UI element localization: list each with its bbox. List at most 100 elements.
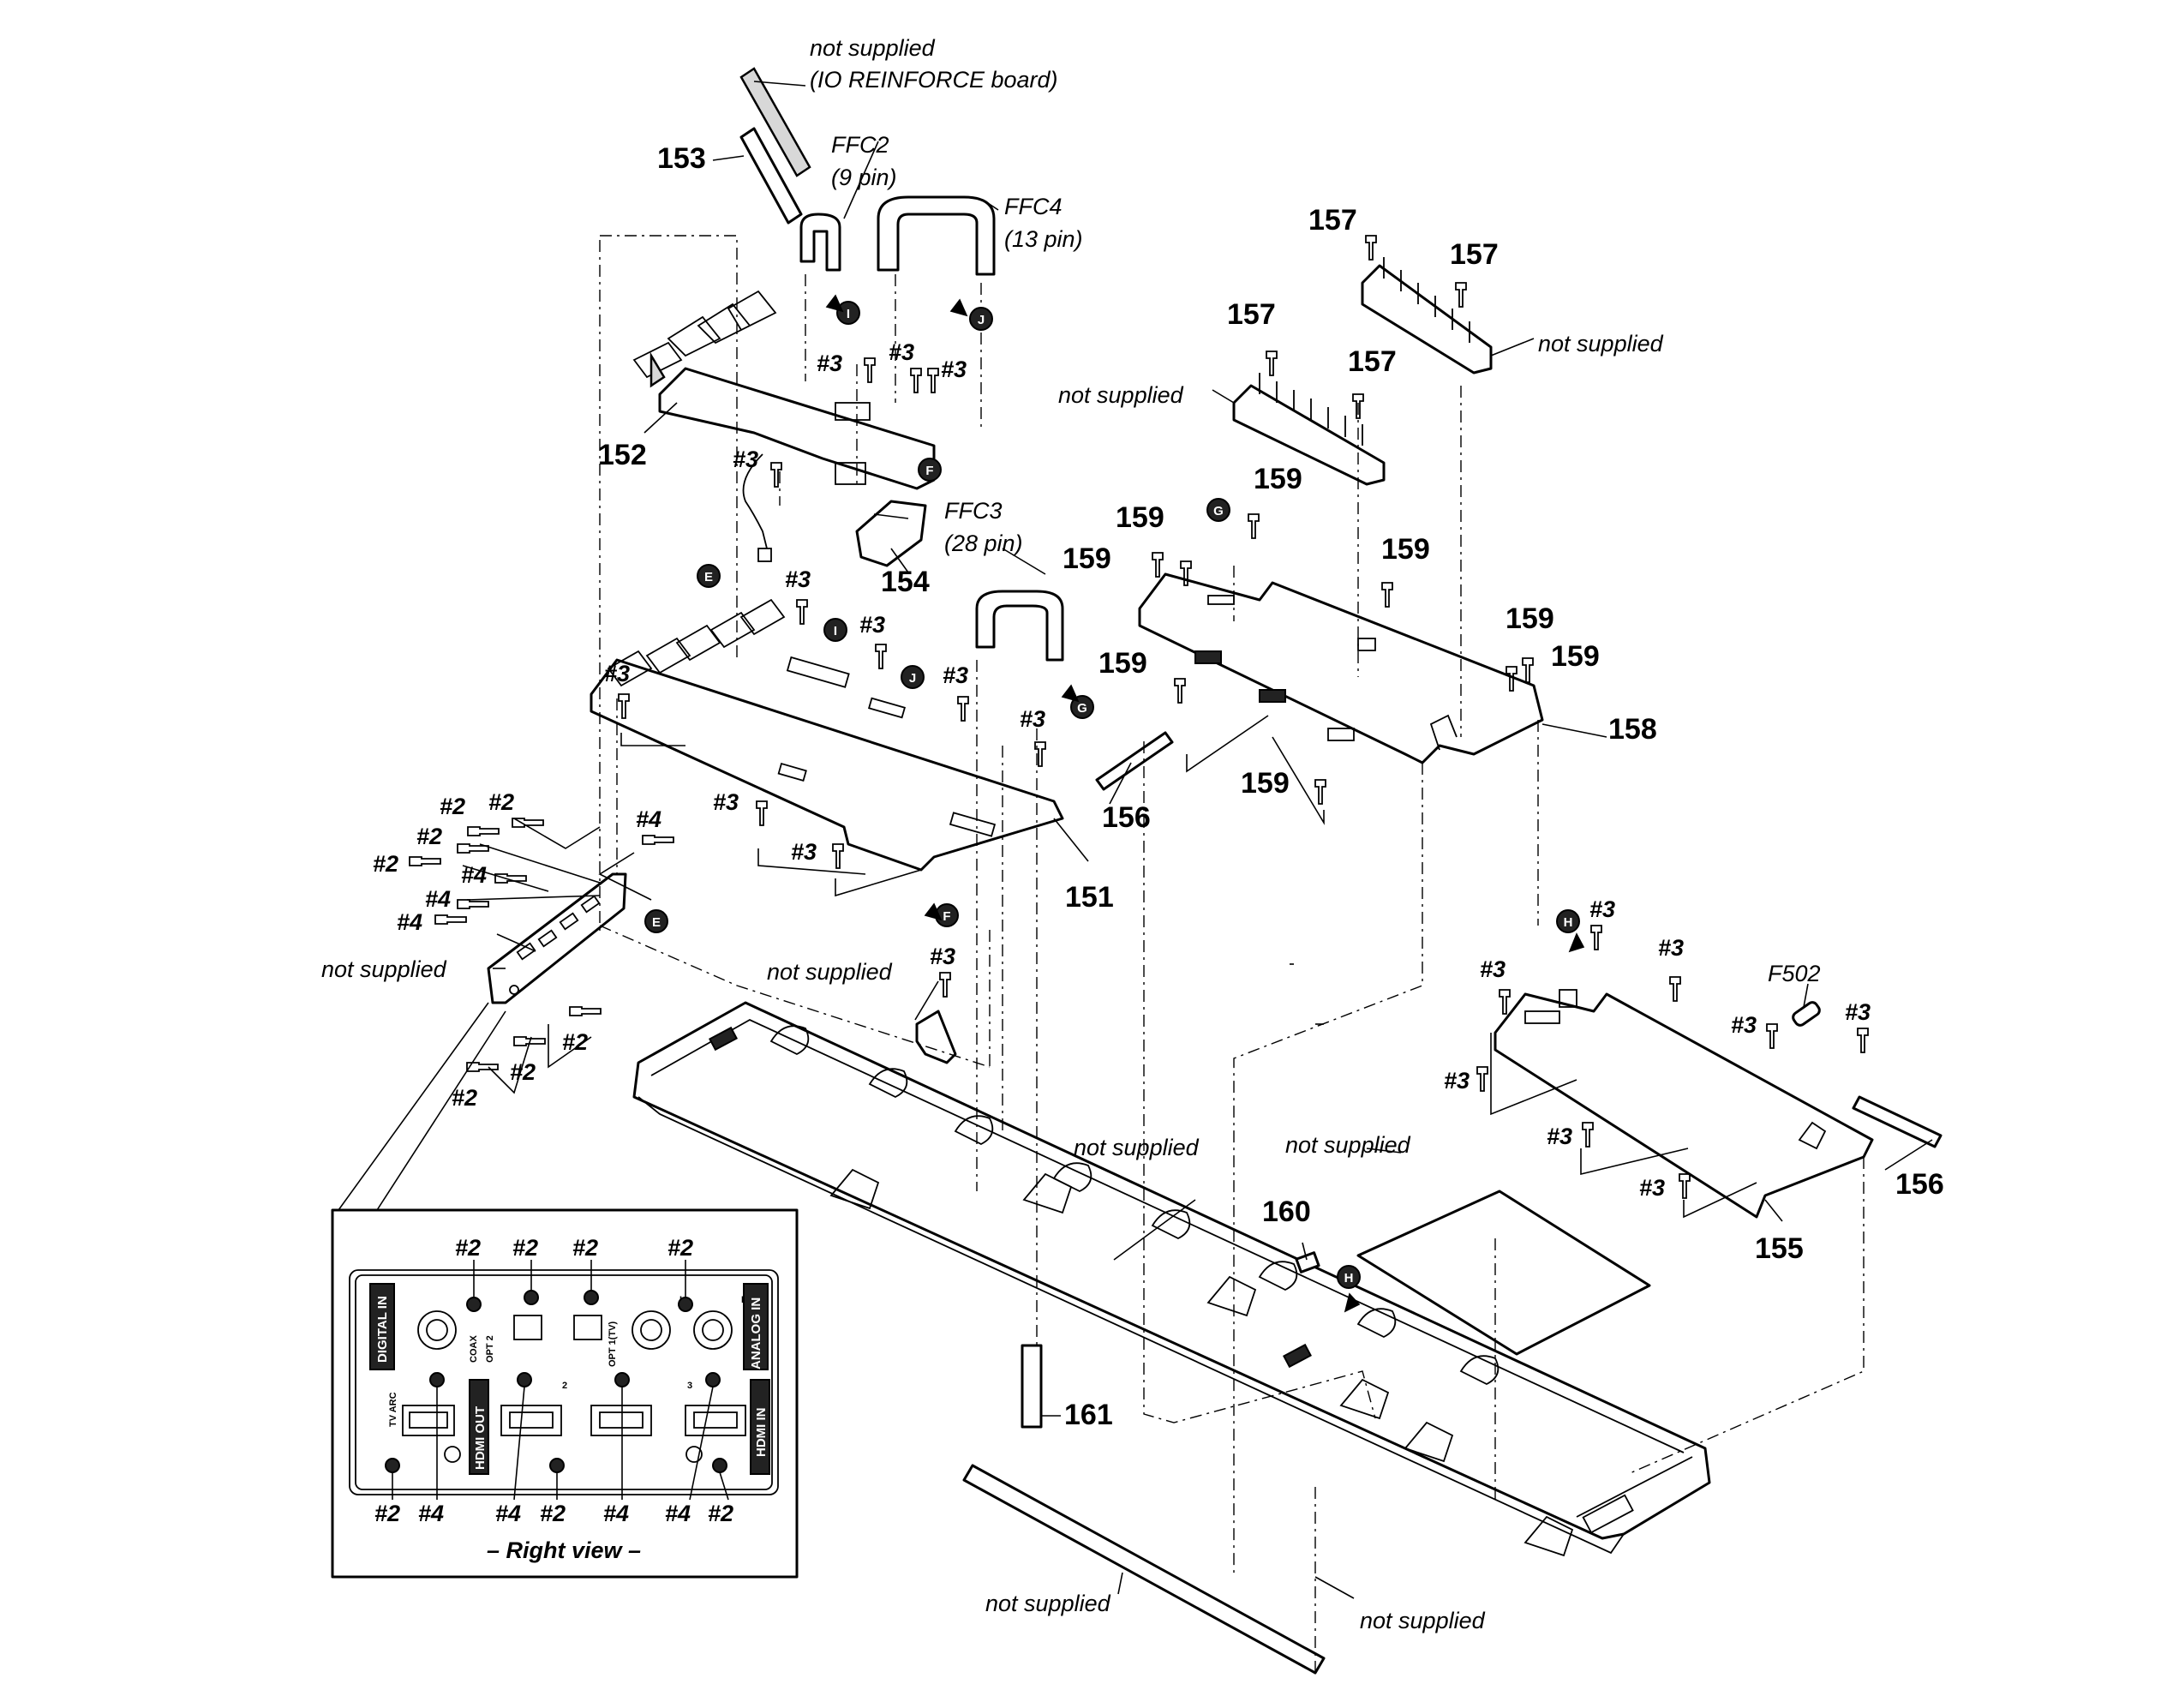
shield-plate bbox=[1356, 1190, 1651, 1356]
part-label-153: 153 bbox=[657, 142, 706, 175]
board-151 bbox=[590, 598, 1064, 872]
part-label-159-d: 159 bbox=[1381, 533, 1430, 566]
part-label-152: 152 bbox=[598, 439, 647, 471]
screw-label-2-e: #2 bbox=[562, 1029, 588, 1055]
inset-frame bbox=[331, 1208, 799, 1579]
label-hdmi-out: HDMI OUT bbox=[473, 1406, 488, 1470]
screw-label-3-g: #3 bbox=[604, 661, 630, 686]
note-not-supplied-strip: not supplied bbox=[985, 1591, 1111, 1616]
heatsink-157-left bbox=[1232, 373, 1386, 486]
label-tv-arc: TV ARC bbox=[388, 1392, 398, 1427]
part-label-154: 154 bbox=[881, 566, 930, 598]
screw-label-3-e: #3 bbox=[785, 566, 811, 592]
label-coax: COAX bbox=[469, 1335, 479, 1363]
inset-label-4-b: #4 bbox=[495, 1501, 521, 1526]
screw-label-4-d: #4 bbox=[636, 806, 661, 832]
alignment-lines bbox=[599, 235, 1865, 1675]
note-ffc2-pin: (9 pin) bbox=[831, 165, 897, 190]
screw-label-2-g: #2 bbox=[452, 1085, 477, 1111]
rod-156-left bbox=[1095, 731, 1174, 791]
ffc2-cable bbox=[799, 213, 841, 272]
screw-label-2-d: #2 bbox=[373, 851, 398, 877]
part-153-strips bbox=[739, 67, 811, 225]
screw-label-3-b: #3 bbox=[889, 339, 914, 365]
part-label-159-f: 159 bbox=[1551, 640, 1600, 673]
screw-label-3-s: #3 bbox=[1547, 1124, 1572, 1149]
screw-label-2-b: #2 bbox=[488, 789, 514, 815]
screw-guide-lines bbox=[462, 715, 1757, 1219]
marker-f-1: F bbox=[925, 464, 933, 478]
part-label-161: 161 bbox=[1064, 1399, 1113, 1431]
screw-label-4-b: #4 bbox=[425, 886, 451, 912]
label-analog-in: ANALOG IN bbox=[749, 1297, 763, 1369]
label-hdmi-in: HDMI IN bbox=[754, 1408, 769, 1458]
part-label-155: 155 bbox=[1755, 1232, 1804, 1265]
inset-label-4-c: #4 bbox=[603, 1501, 629, 1526]
inset-label-2-a: #2 bbox=[455, 1235, 481, 1261]
screw-label-3-l: #3 bbox=[930, 944, 955, 969]
part-label-159-b: 159 bbox=[1116, 501, 1164, 534]
marker-g-1: G bbox=[1213, 504, 1224, 518]
note-ffc2: FFC2 bbox=[831, 132, 889, 158]
marker-g-2: G bbox=[1077, 701, 1087, 716]
screw-label-3-h: #3 bbox=[943, 662, 968, 688]
screw-label-3-n: #3 bbox=[1480, 956, 1506, 982]
marker-e-1: E bbox=[704, 570, 713, 584]
part-label-151: 151 bbox=[1065, 881, 1114, 914]
board-158 bbox=[1138, 572, 1544, 764]
part-label-159-g: 159 bbox=[1098, 647, 1147, 680]
part-label-158: 158 bbox=[1608, 713, 1657, 746]
inset-label-2-e: #2 bbox=[374, 1501, 400, 1526]
screw-label-3-a: #3 bbox=[817, 351, 842, 376]
marker-i-1: I bbox=[847, 307, 850, 321]
ffc4-cable bbox=[877, 195, 996, 276]
inset-label-2-b: #2 bbox=[512, 1235, 538, 1261]
screw-label-3-k: #3 bbox=[791, 839, 817, 865]
marker-h-1: H bbox=[1564, 915, 1573, 930]
screw-label-2-a: #2 bbox=[440, 794, 465, 819]
screw-label-3-c: #3 bbox=[941, 357, 967, 382]
note-not-supplied-chassis: not supplied bbox=[1074, 1135, 1200, 1160]
marker-h-2: H bbox=[1344, 1271, 1354, 1285]
label-opt2: OPT 2 bbox=[485, 1335, 495, 1363]
part-label-157-c: 157 bbox=[1227, 298, 1276, 331]
marker-i-2: I bbox=[834, 624, 837, 638]
note-not-supplied-cable: not supplied bbox=[1360, 1608, 1486, 1633]
part-label-159-h: 159 bbox=[1241, 767, 1290, 800]
board-152 bbox=[632, 290, 936, 490]
screw-label-2-c: #2 bbox=[416, 824, 442, 849]
screws bbox=[409, 235, 1869, 1199]
screw-label-3-r: #3 bbox=[1444, 1068, 1470, 1094]
note-f502: F502 bbox=[1768, 961, 1821, 986]
screw-label-3-j: #3 bbox=[713, 789, 739, 815]
marker-j-1: J bbox=[978, 313, 985, 327]
part-label-159-a: 159 bbox=[1254, 463, 1302, 495]
inset-label-2-c: #2 bbox=[572, 1235, 598, 1261]
note-not-supplied-top: not supplied bbox=[810, 35, 936, 61]
label-opt1: OPT 1(TV) bbox=[608, 1321, 618, 1367]
inset-title: – Right view – bbox=[487, 1537, 641, 1563]
marker-j-2: J bbox=[909, 671, 916, 686]
part-label-157-b: 157 bbox=[1450, 238, 1499, 271]
screw-label-3-t: #3 bbox=[1639, 1175, 1665, 1201]
part-leaders bbox=[493, 81, 1933, 1599]
screw-label-2-f: #2 bbox=[510, 1059, 536, 1085]
note-not-supplied-shield: not supplied bbox=[1285, 1132, 1411, 1158]
note-not-supplied-bracket: not supplied bbox=[767, 959, 893, 985]
note-io-reinforce: (IO REINFORCE board) bbox=[810, 67, 1058, 93]
screw-label-3-d: #3 bbox=[733, 446, 758, 472]
inset-label-4-a: #4 bbox=[418, 1501, 444, 1526]
part-label-157-a: 157 bbox=[1308, 204, 1357, 237]
part-label-159-c: 159 bbox=[1063, 542, 1111, 575]
screw-label-3-q: #3 bbox=[1845, 999, 1871, 1025]
part-label-159-e: 159 bbox=[1506, 602, 1554, 635]
support-bracket bbox=[915, 1010, 957, 1064]
note-ffc4-pin: (13 pin) bbox=[1004, 226, 1083, 252]
part-label-157-d: 157 bbox=[1348, 345, 1397, 378]
part-161 bbox=[1021, 1344, 1043, 1429]
part-154 bbox=[855, 500, 927, 567]
inset-label-2-f: #2 bbox=[540, 1501, 566, 1526]
note-ffc4: FFC4 bbox=[1004, 194, 1063, 219]
label-hdmi-2: 2 bbox=[562, 1381, 567, 1391]
